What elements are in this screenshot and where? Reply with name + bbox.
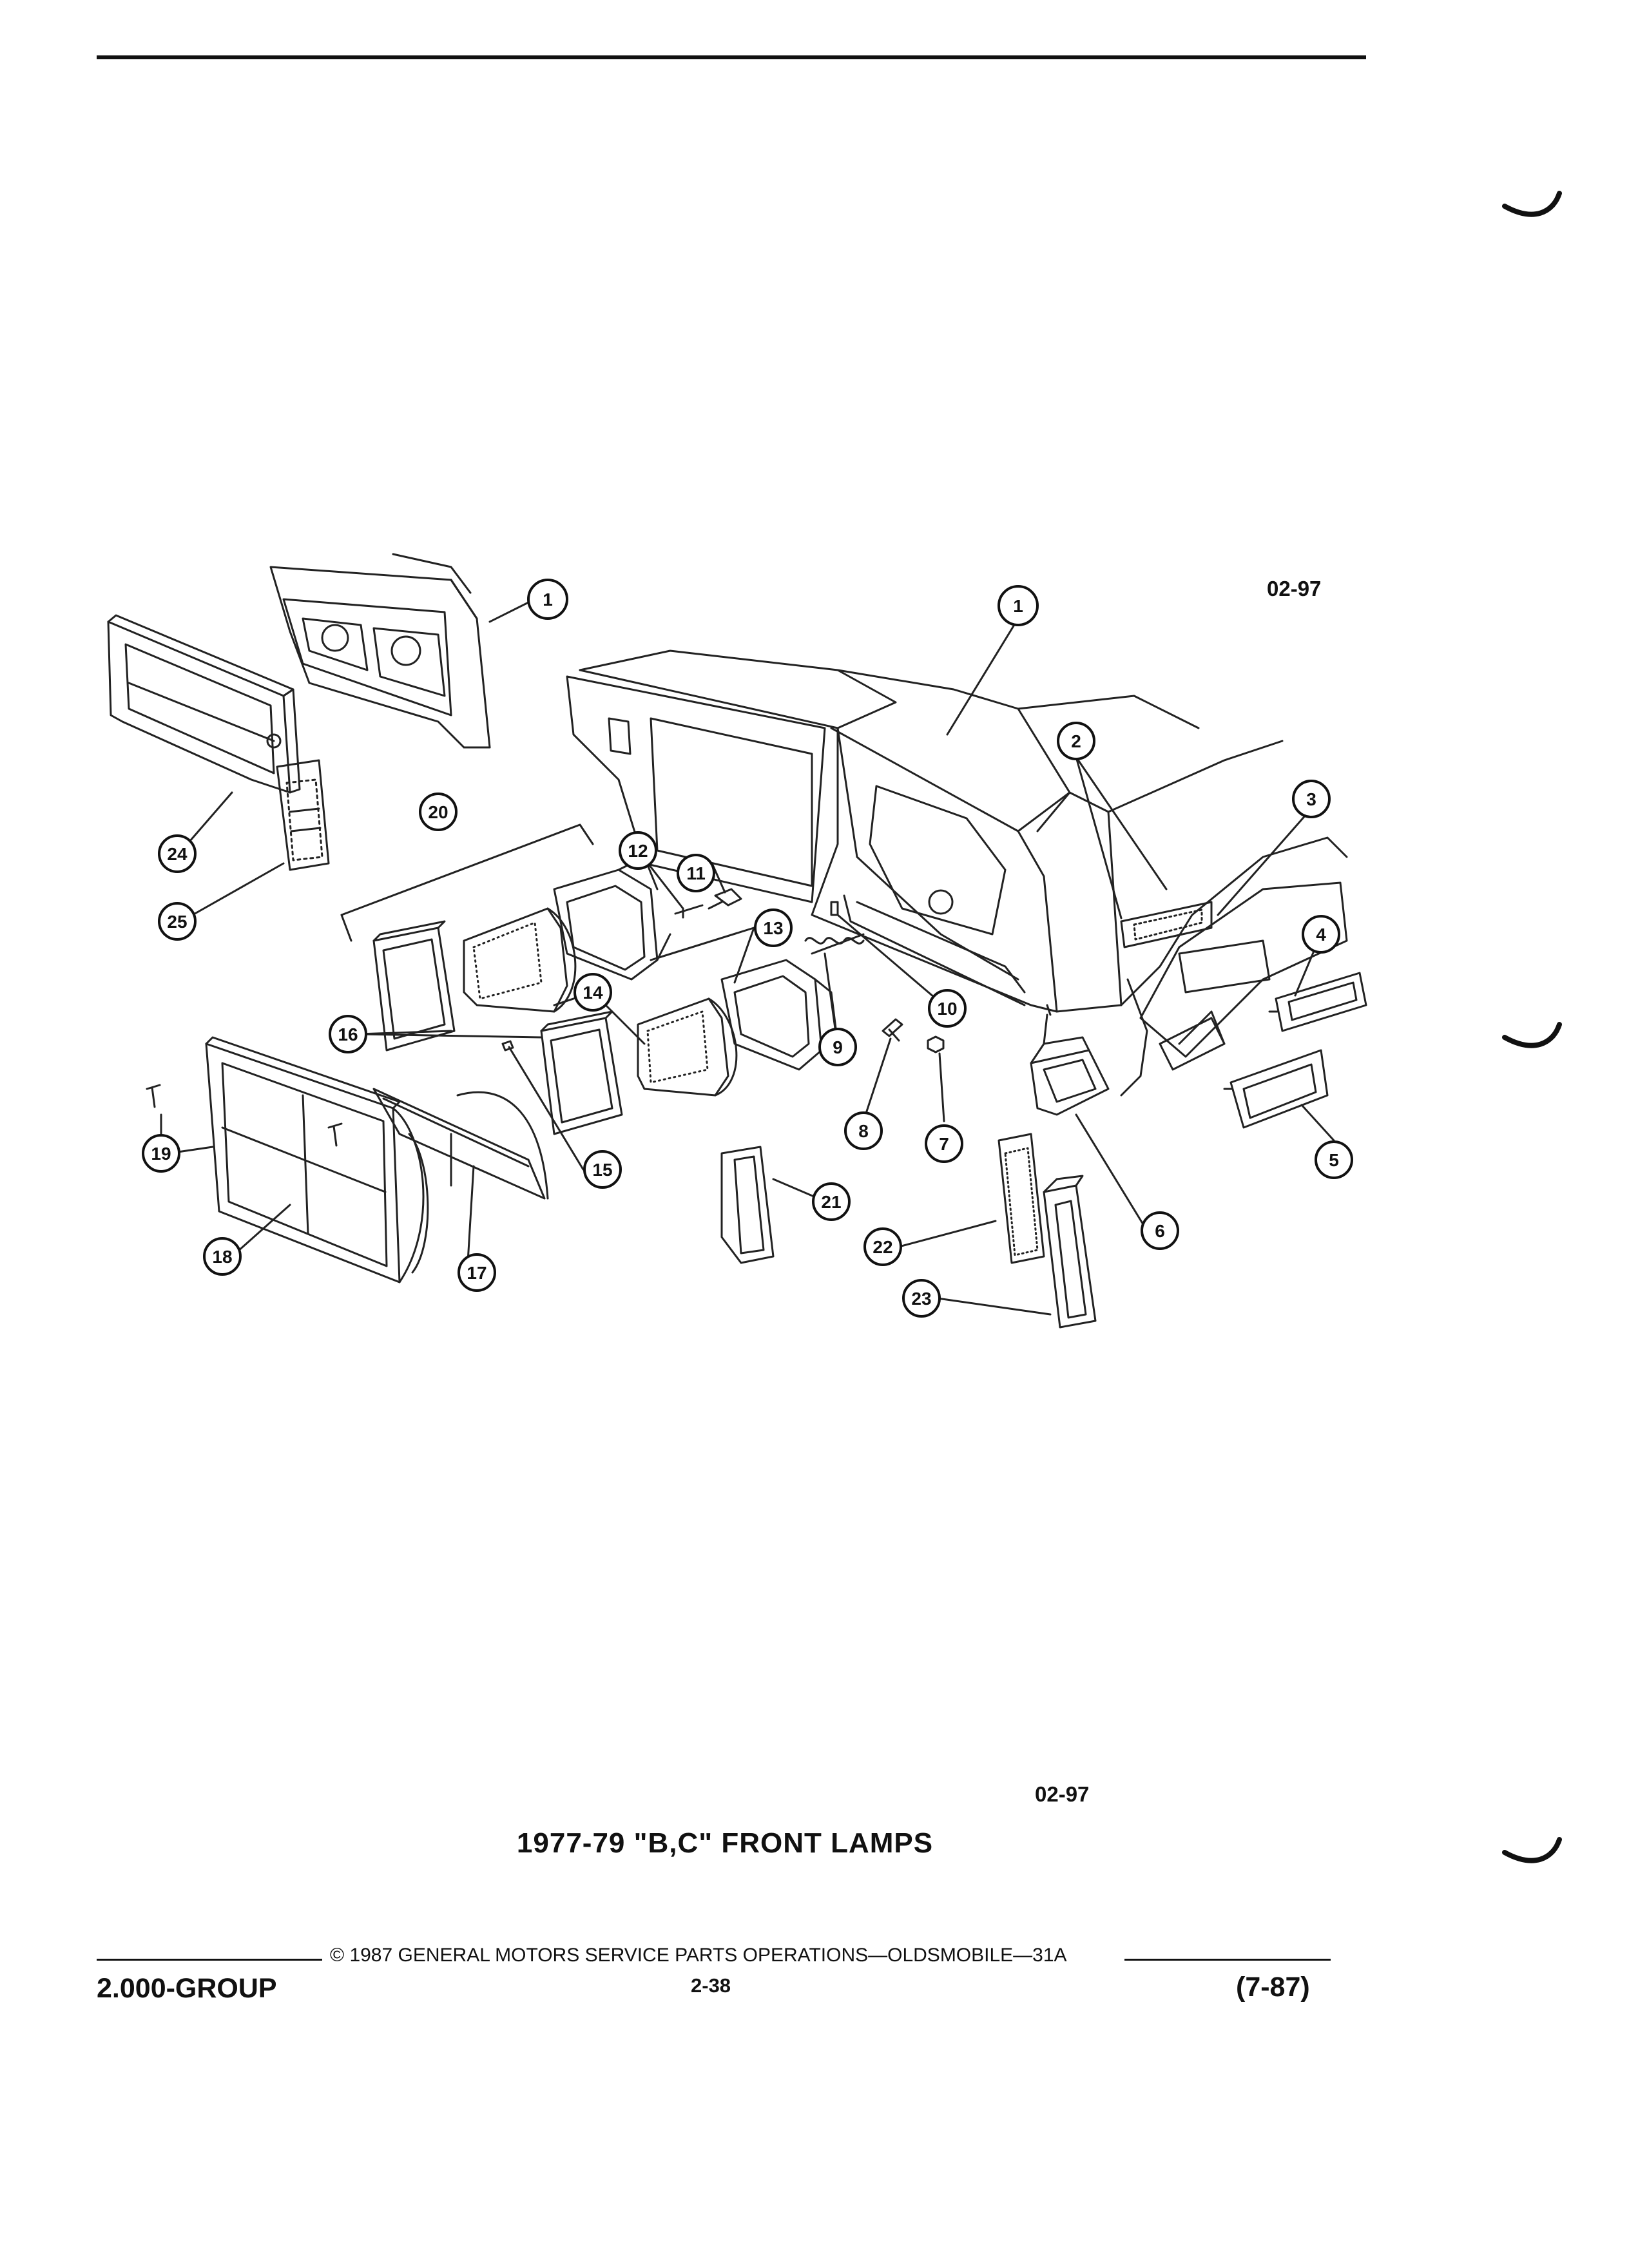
callout-16: 16 [338,1024,358,1044]
callout-4: 4 [1316,925,1326,945]
headlamp-retainer-upper [372,920,456,1052]
figure-id-top: 02-97 [1267,577,1322,601]
cornering-lamp-housing [1043,1175,1097,1329]
footer-rule-left [97,1959,322,1961]
callout-15: 15 [592,1160,612,1180]
front-end-panel-left [269,553,491,749]
callout-22: 22 [872,1237,892,1257]
footer-rule-right [1124,1959,1331,1961]
side-marker-left [276,759,330,871]
group-label: 2.000-GROUP [97,1973,277,2004]
callout-17: 17 [467,1263,487,1283]
callout-8: 8 [858,1121,869,1141]
cornering-lamp-lens [998,1133,1045,1264]
callout-24: 24 [167,844,188,864]
bezel-left [107,614,301,794]
callout-19: 19 [151,1144,171,1164]
figure-id-bottom: 02-97 [1035,1782,1090,1806]
callout-9: 9 [833,1037,843,1057]
top-rule [97,55,1366,59]
binder-marks [1502,191,1562,1863]
callout-6: 6 [1155,1221,1165,1241]
side-marker-housing [1223,1049,1329,1129]
callout-21: 21 [821,1192,841,1212]
group-bracket-20 [340,823,594,916]
callout-12: 12 [628,841,648,861]
callout-23: 23 [911,1289,931,1309]
callout-14: 14 [583,983,603,1003]
callout-3: 3 [1306,789,1316,809]
sealed-beam-upper [463,907,577,1013]
revision-date: (7-87) [1236,1972,1310,2003]
front-end-panel-right [566,649,1348,1097]
figure-caption: 1977-79 "B,C" FRONT LAMPS [516,1827,934,1859]
callout-5: 5 [1329,1150,1339,1170]
callout-7: 7 [939,1134,949,1154]
callout-1-left: 1 [543,590,553,610]
side-marker-lamp-right [1268,972,1367,1032]
leader-lines [160,601,1335,1316]
callout-1-right: 1 [1013,596,1023,616]
fasteners [146,888,945,1147]
callout-11: 11 [686,863,706,883]
callout-10: 10 [937,999,957,1019]
callout-circles [142,579,1353,1318]
sealed-beam-lower [637,997,738,1097]
callout-2: 2 [1071,731,1081,751]
callout-13: 13 [763,918,783,938]
lamp-housing-assembly [372,1088,549,1200]
headlamp-housing-upper [553,856,671,981]
parking-lamp-assembly [1030,1004,1110,1116]
callout-25: 25 [167,912,187,932]
headlamp-retainer-lower [540,1010,623,1135]
copyright-notice: © 1987 GENERAL MOTORS SERVICE PARTS OPER… [330,1945,1067,1966]
page-number: 2-38 [691,1974,731,1997]
side-marker-bracket [720,1146,775,1264]
callout-20: 20 [428,802,448,822]
park-turn-lamp [1120,901,1213,948]
callout-18: 18 [212,1247,232,1267]
headlamp-bezel [205,1036,429,1283]
